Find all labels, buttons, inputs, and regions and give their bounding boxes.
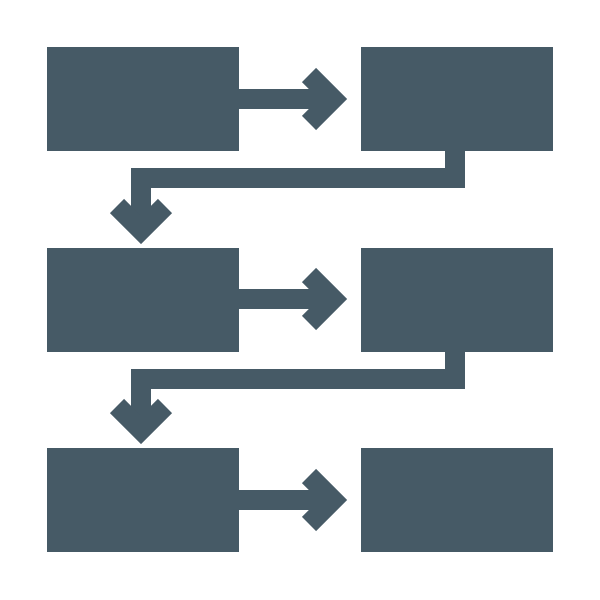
process-box-row1-left	[47, 47, 239, 151]
process-box-row2-left	[47, 248, 239, 352]
arrow-down-connector-icon	[109, 151, 465, 245]
process-box-row3-left	[47, 448, 239, 552]
arrow-down-connector-icon	[109, 352, 465, 445]
arrow-right-icon	[239, 67, 348, 131]
process-box-row1-right	[361, 47, 553, 151]
arrow-right-icon	[239, 267, 348, 331]
arrow-right-icon	[239, 468, 348, 532]
process-box-row2-right	[361, 248, 553, 352]
process-box-row3-right	[361, 448, 553, 552]
